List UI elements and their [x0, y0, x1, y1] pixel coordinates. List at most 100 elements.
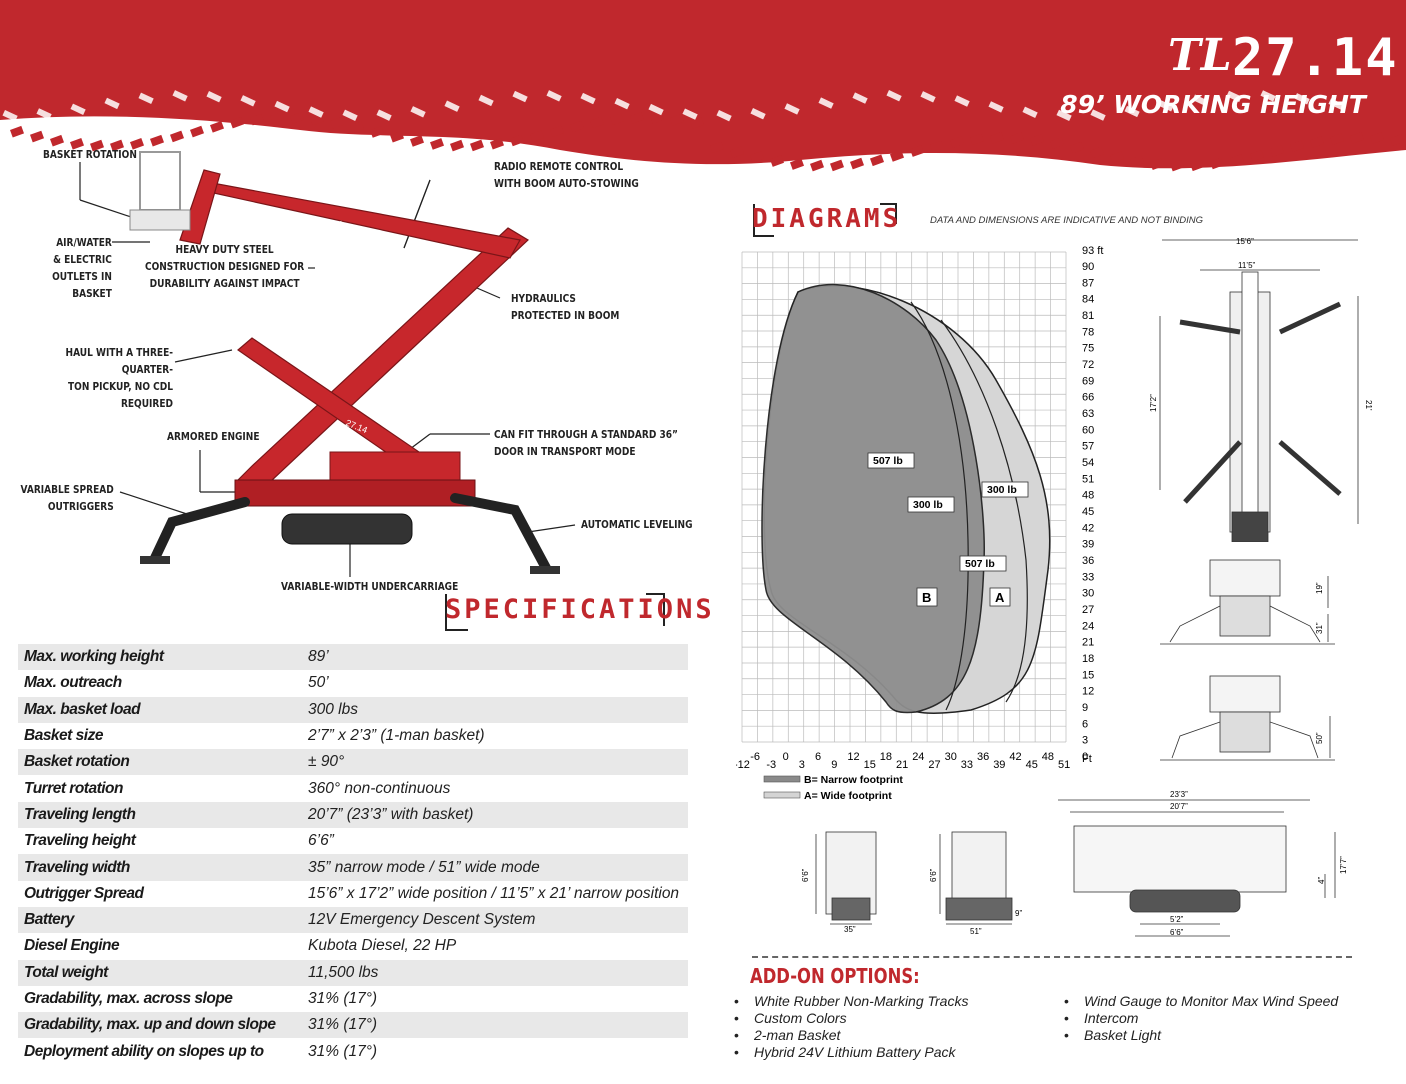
- spec-value: 12V Emergency Descent System: [302, 906, 688, 934]
- envelope-outer-line: [940, 319, 1028, 703]
- zone-label: B: [922, 590, 931, 605]
- x-tick-label: 12: [847, 751, 859, 763]
- load-label-box: [981, 481, 1029, 498]
- legend-swatch: [763, 791, 801, 799]
- spec-value: Kubota Diesel, 22 HP: [308, 937, 457, 955]
- front-view-diagrams: 19” 31” 50”: [1160, 559, 1335, 761]
- y-tick-label: 87: [1082, 277, 1094, 289]
- dim-ground: 4”: [1317, 877, 1326, 884]
- y-tick-label: 42: [1082, 522, 1094, 534]
- x-tick-label: 18: [880, 751, 892, 763]
- dim-top-narrow: 11’5”: [1238, 261, 1256, 270]
- callout-armored-engine: ARMORED ENGINE: [167, 430, 260, 443]
- load-label-box: [959, 555, 1007, 572]
- x-tick-label: 27: [928, 759, 940, 771]
- spec-label: Max. working height: [18, 644, 302, 671]
- y-top-label: 93 ft: [1082, 245, 1103, 257]
- x-tick-label: 3: [799, 759, 805, 771]
- x-tick-label: 0: [783, 751, 789, 763]
- addon-item: Intercom: [1064, 1010, 1338, 1027]
- spec-value: 31% (17°): [308, 990, 378, 1007]
- zone-label: A: [995, 590, 1005, 605]
- zone-label-box: [916, 587, 938, 607]
- tl-logo: TL: [1168, 30, 1232, 81]
- y-tick-label: 63: [1082, 408, 1094, 420]
- dim-track2: 6’6”: [1170, 928, 1184, 937]
- spec-value: 31% (17°): [308, 1042, 378, 1060]
- dim-len-total: 23’3”: [1170, 790, 1188, 799]
- y-tick-label: 33: [1082, 571, 1094, 583]
- spec-label: Basket rotation: [18, 749, 302, 776]
- dim-front-h1: 19”: [1315, 582, 1324, 594]
- x-tick-label: 21: [896, 759, 908, 771]
- spec-label: Gradability, max. up and down slope: [18, 1012, 302, 1039]
- x-tick-label: 33: [961, 759, 973, 771]
- y-tick-label: 84: [1082, 294, 1094, 306]
- y-tick-label: 75: [1082, 343, 1094, 355]
- zone-label-box: [989, 587, 1011, 607]
- x-tick-label: -6: [750, 751, 760, 763]
- spec-label: Turret rotation: [24, 779, 124, 797]
- y-tick-label: 60: [1082, 424, 1094, 436]
- dim-top-wide: 15’6”: [1236, 237, 1254, 246]
- spec-label: Max. basket load: [18, 696, 302, 723]
- addon-item: Wind Gauge to Monitor Max Wind Speed: [1064, 993, 1338, 1010]
- spec-value: 300 lbs: [302, 696, 688, 723]
- spec-label: Traveling width: [18, 854, 302, 881]
- spec-row: Turret rotation 360° non-continuous: [18, 775, 688, 801]
- dim-rear2-w: 51”: [970, 927, 982, 936]
- y-tick-label: 66: [1082, 392, 1094, 404]
- working-height-title: 89’ WORKING HEIGHT: [1060, 90, 1366, 119]
- callout-undercarriage: VARIABLE-WIDTH UNDERCARRIAGE: [281, 580, 459, 593]
- y-tick-label: 51: [1082, 473, 1094, 485]
- callout-auto-level: AUTOMATIC LEVELING: [581, 518, 693, 531]
- x-tick-label: 24: [912, 751, 924, 763]
- dim-side-right: 21’: [1364, 400, 1373, 411]
- dim-rear1-h: 6’6”: [801, 868, 810, 882]
- dim-front2-h: 50”: [1315, 732, 1324, 744]
- dim-height-side: 17’7”: [1339, 856, 1348, 874]
- x-tick-label: 48: [1042, 751, 1054, 763]
- boom-brand-text: TRACKEDLIFTS: [316, 277, 381, 320]
- y-tick-label: 45: [1082, 506, 1094, 518]
- y-tick-label: 12: [1082, 686, 1094, 698]
- spec-row: Diesel Engine Kubota Diesel, 22 HP: [18, 933, 688, 959]
- dim-rear2-gap: 9”: [1015, 909, 1022, 918]
- x-tick-label: 45: [1026, 759, 1038, 771]
- spec-label: Basket size: [24, 727, 103, 745]
- y-tick-label: 21: [1082, 637, 1094, 649]
- spec-label: Traveling length: [18, 801, 302, 829]
- addon-item: Custom Colors: [734, 1010, 968, 1027]
- y-tick-label: 24: [1082, 620, 1094, 632]
- machine-illustration: 89 FT WORKING HEIGHT 27.14 TRACKEDLIFTS: [79, 151, 576, 577]
- spec-label: Diesel Engine: [24, 937, 120, 955]
- divider: [752, 956, 1352, 958]
- load-label: 300 lb: [987, 484, 1017, 496]
- dim-rear1-w: 35”: [844, 925, 856, 934]
- x-tick-label: 36: [977, 751, 989, 763]
- y-tick-label: 78: [1082, 326, 1094, 338]
- y-tick-label: 69: [1082, 375, 1094, 387]
- spec-value: 360° non-continuous: [308, 779, 451, 797]
- load-label: 507 lb: [965, 558, 995, 570]
- x-tick-label: 9: [831, 759, 837, 771]
- legend-swatch: [763, 775, 801, 783]
- spec-title-bracket: [445, 593, 665, 631]
- y-tick-label: 27: [1082, 604, 1094, 616]
- spec-value: 50’: [308, 674, 329, 692]
- spec-value: 31% (17°): [302, 1012, 688, 1039]
